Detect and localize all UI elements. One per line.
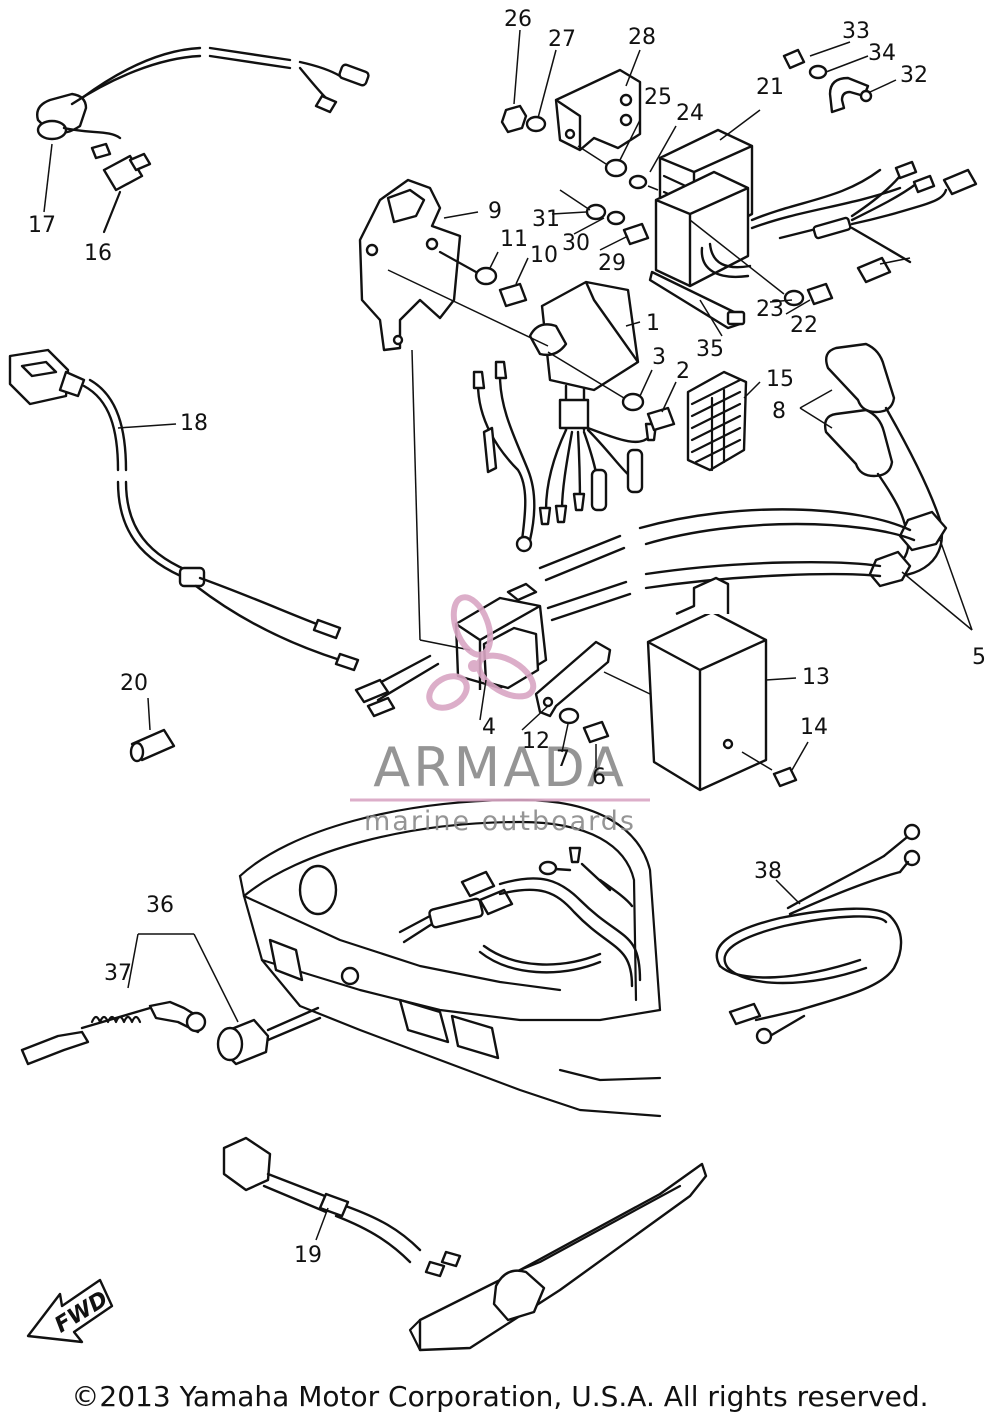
part-5-ht-leads <box>538 508 973 631</box>
watermark-logo: ARMADA marine outboards <box>350 594 650 837</box>
callout-15: 15 <box>766 367 794 392</box>
callout-24: 24 <box>676 101 704 126</box>
part-17-plug-lead <box>36 46 370 160</box>
callout-labels: 1 2 3 4 5 6 7 8 9 10 11 12 13 14 15 16 1… <box>28 7 986 1268</box>
callout-35: 35 <box>696 337 724 362</box>
part-18-harness <box>8 348 360 672</box>
part-35-cable-tie <box>648 270 746 330</box>
callout-3: 3 <box>652 345 666 370</box>
callout-1: 1 <box>646 311 660 336</box>
callout-13: 13 <box>802 665 830 690</box>
callout-29: 29 <box>598 251 626 276</box>
fwd-arrow: FWD <box>26 1278 114 1344</box>
callout-19: 19 <box>294 1243 322 1268</box>
watermark-brand: ARMADA <box>373 736 627 799</box>
part-16-switch <box>102 152 152 234</box>
callout-32: 32 <box>900 63 928 88</box>
callout-27: 27 <box>548 27 576 52</box>
callout-22: 22 <box>790 313 818 338</box>
callout-5: 5 <box>972 645 986 670</box>
callout-26: 26 <box>504 7 532 32</box>
part-19-sensor-lead <box>222 1136 708 1352</box>
callout-leaders <box>43 143 811 771</box>
callout-7: 7 <box>556 747 570 772</box>
callout-10: 10 <box>530 243 558 268</box>
callout-36: 36 <box>146 893 174 918</box>
callout-33: 33 <box>842 19 870 44</box>
callout-25: 25 <box>644 85 672 110</box>
cowling-harness <box>398 846 642 988</box>
part-36-37-stop-switch <box>20 933 322 1066</box>
callout-8: 8 <box>772 399 786 424</box>
part-2-3-bolt-washer <box>547 351 676 432</box>
callout-2: 2 <box>676 359 690 384</box>
part-12-plate <box>534 640 651 744</box>
part-8-plug-caps <box>799 342 948 588</box>
part-1-cdi-unit <box>472 280 658 553</box>
callout-20: 20 <box>120 671 148 696</box>
part-15-wire-holder <box>686 370 748 472</box>
callout-34: 34 <box>868 41 896 66</box>
callout-14: 14 <box>800 715 828 740</box>
callout-18: 18 <box>180 411 208 436</box>
part-10-11-bolt-washer <box>438 250 528 308</box>
watermark-tagline: marine outboards <box>364 806 636 837</box>
callout-28: 28 <box>628 25 656 50</box>
part-13-cover <box>646 576 798 792</box>
callout-17: 17 <box>28 213 56 238</box>
propeller-icon <box>426 594 537 711</box>
callout-37: 37 <box>104 961 132 986</box>
callout-30: 30 <box>562 231 590 256</box>
part-21-rectifier <box>654 109 978 288</box>
copyright-notice: ©2013 Yamaha Motor Corporation, U.S.A. A… <box>71 1380 929 1413</box>
bottom-cowling <box>238 798 662 1118</box>
callout-38: 38 <box>754 859 782 884</box>
callout-21: 21 <box>756 75 784 100</box>
part-32-clamp <box>782 41 897 114</box>
callout-11: 11 <box>500 227 528 252</box>
part-38-lead <box>715 823 921 1045</box>
part-hardware-upper <box>559 119 834 307</box>
callout-31: 31 <box>532 207 560 232</box>
part-20-sleeve <box>129 728 176 763</box>
callout-6: 6 <box>592 765 606 790</box>
part-28-bracket <box>500 29 642 152</box>
part-9-bracket <box>358 178 462 352</box>
callout-4: 4 <box>482 715 496 740</box>
callout-9: 9 <box>488 199 502 224</box>
callout-12: 12 <box>522 729 550 754</box>
callout-16: 16 <box>84 241 112 266</box>
